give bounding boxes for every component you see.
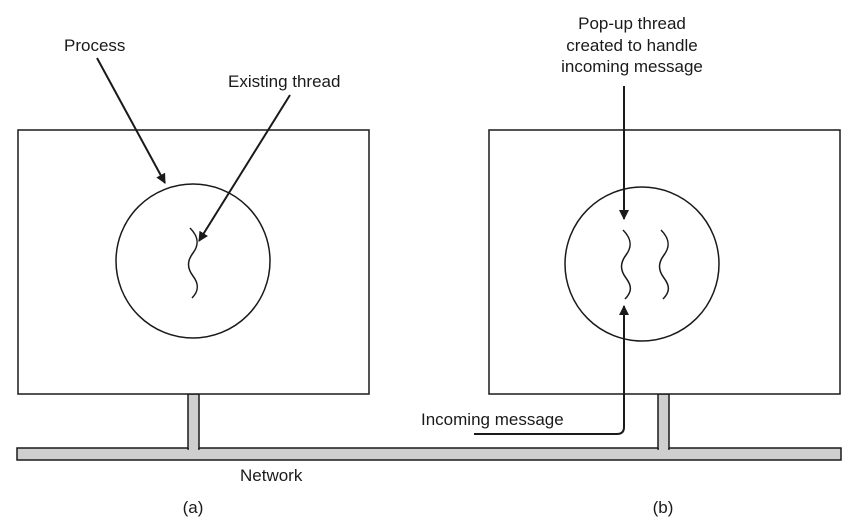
network-label: Network (240, 466, 303, 485)
process-b-circle (564, 186, 720, 342)
other-thread-squiggle (658, 229, 670, 300)
caption-a: (a) (183, 498, 204, 517)
popup-thread-label-line1: Pop-up thread (578, 14, 686, 33)
popup-thread-label-line3: incoming message (561, 57, 703, 76)
caption-b: (b) (653, 498, 674, 517)
process-a-circle (115, 183, 271, 339)
existing-thread-label: Existing thread (228, 72, 340, 91)
connector-b (657, 393, 670, 450)
process-arrow (96, 57, 166, 184)
popup-thread-label-line2: created to handle (566, 36, 697, 55)
machine-b (488, 129, 841, 395)
existing-thread-squiggle (187, 227, 199, 299)
process-label: Process (64, 36, 125, 55)
incoming-message-label: Incoming message (421, 410, 564, 429)
connector-a (187, 393, 200, 450)
network-bar (16, 447, 842, 461)
machine-a-box (17, 129, 370, 395)
popup-thread-squiggle (620, 229, 632, 300)
network-bus (16, 393, 842, 461)
machine-a (17, 129, 370, 395)
incoming-message-arrow (474, 305, 629, 435)
existing-thread-arrow (198, 94, 291, 242)
machine-b-box (488, 129, 841, 395)
